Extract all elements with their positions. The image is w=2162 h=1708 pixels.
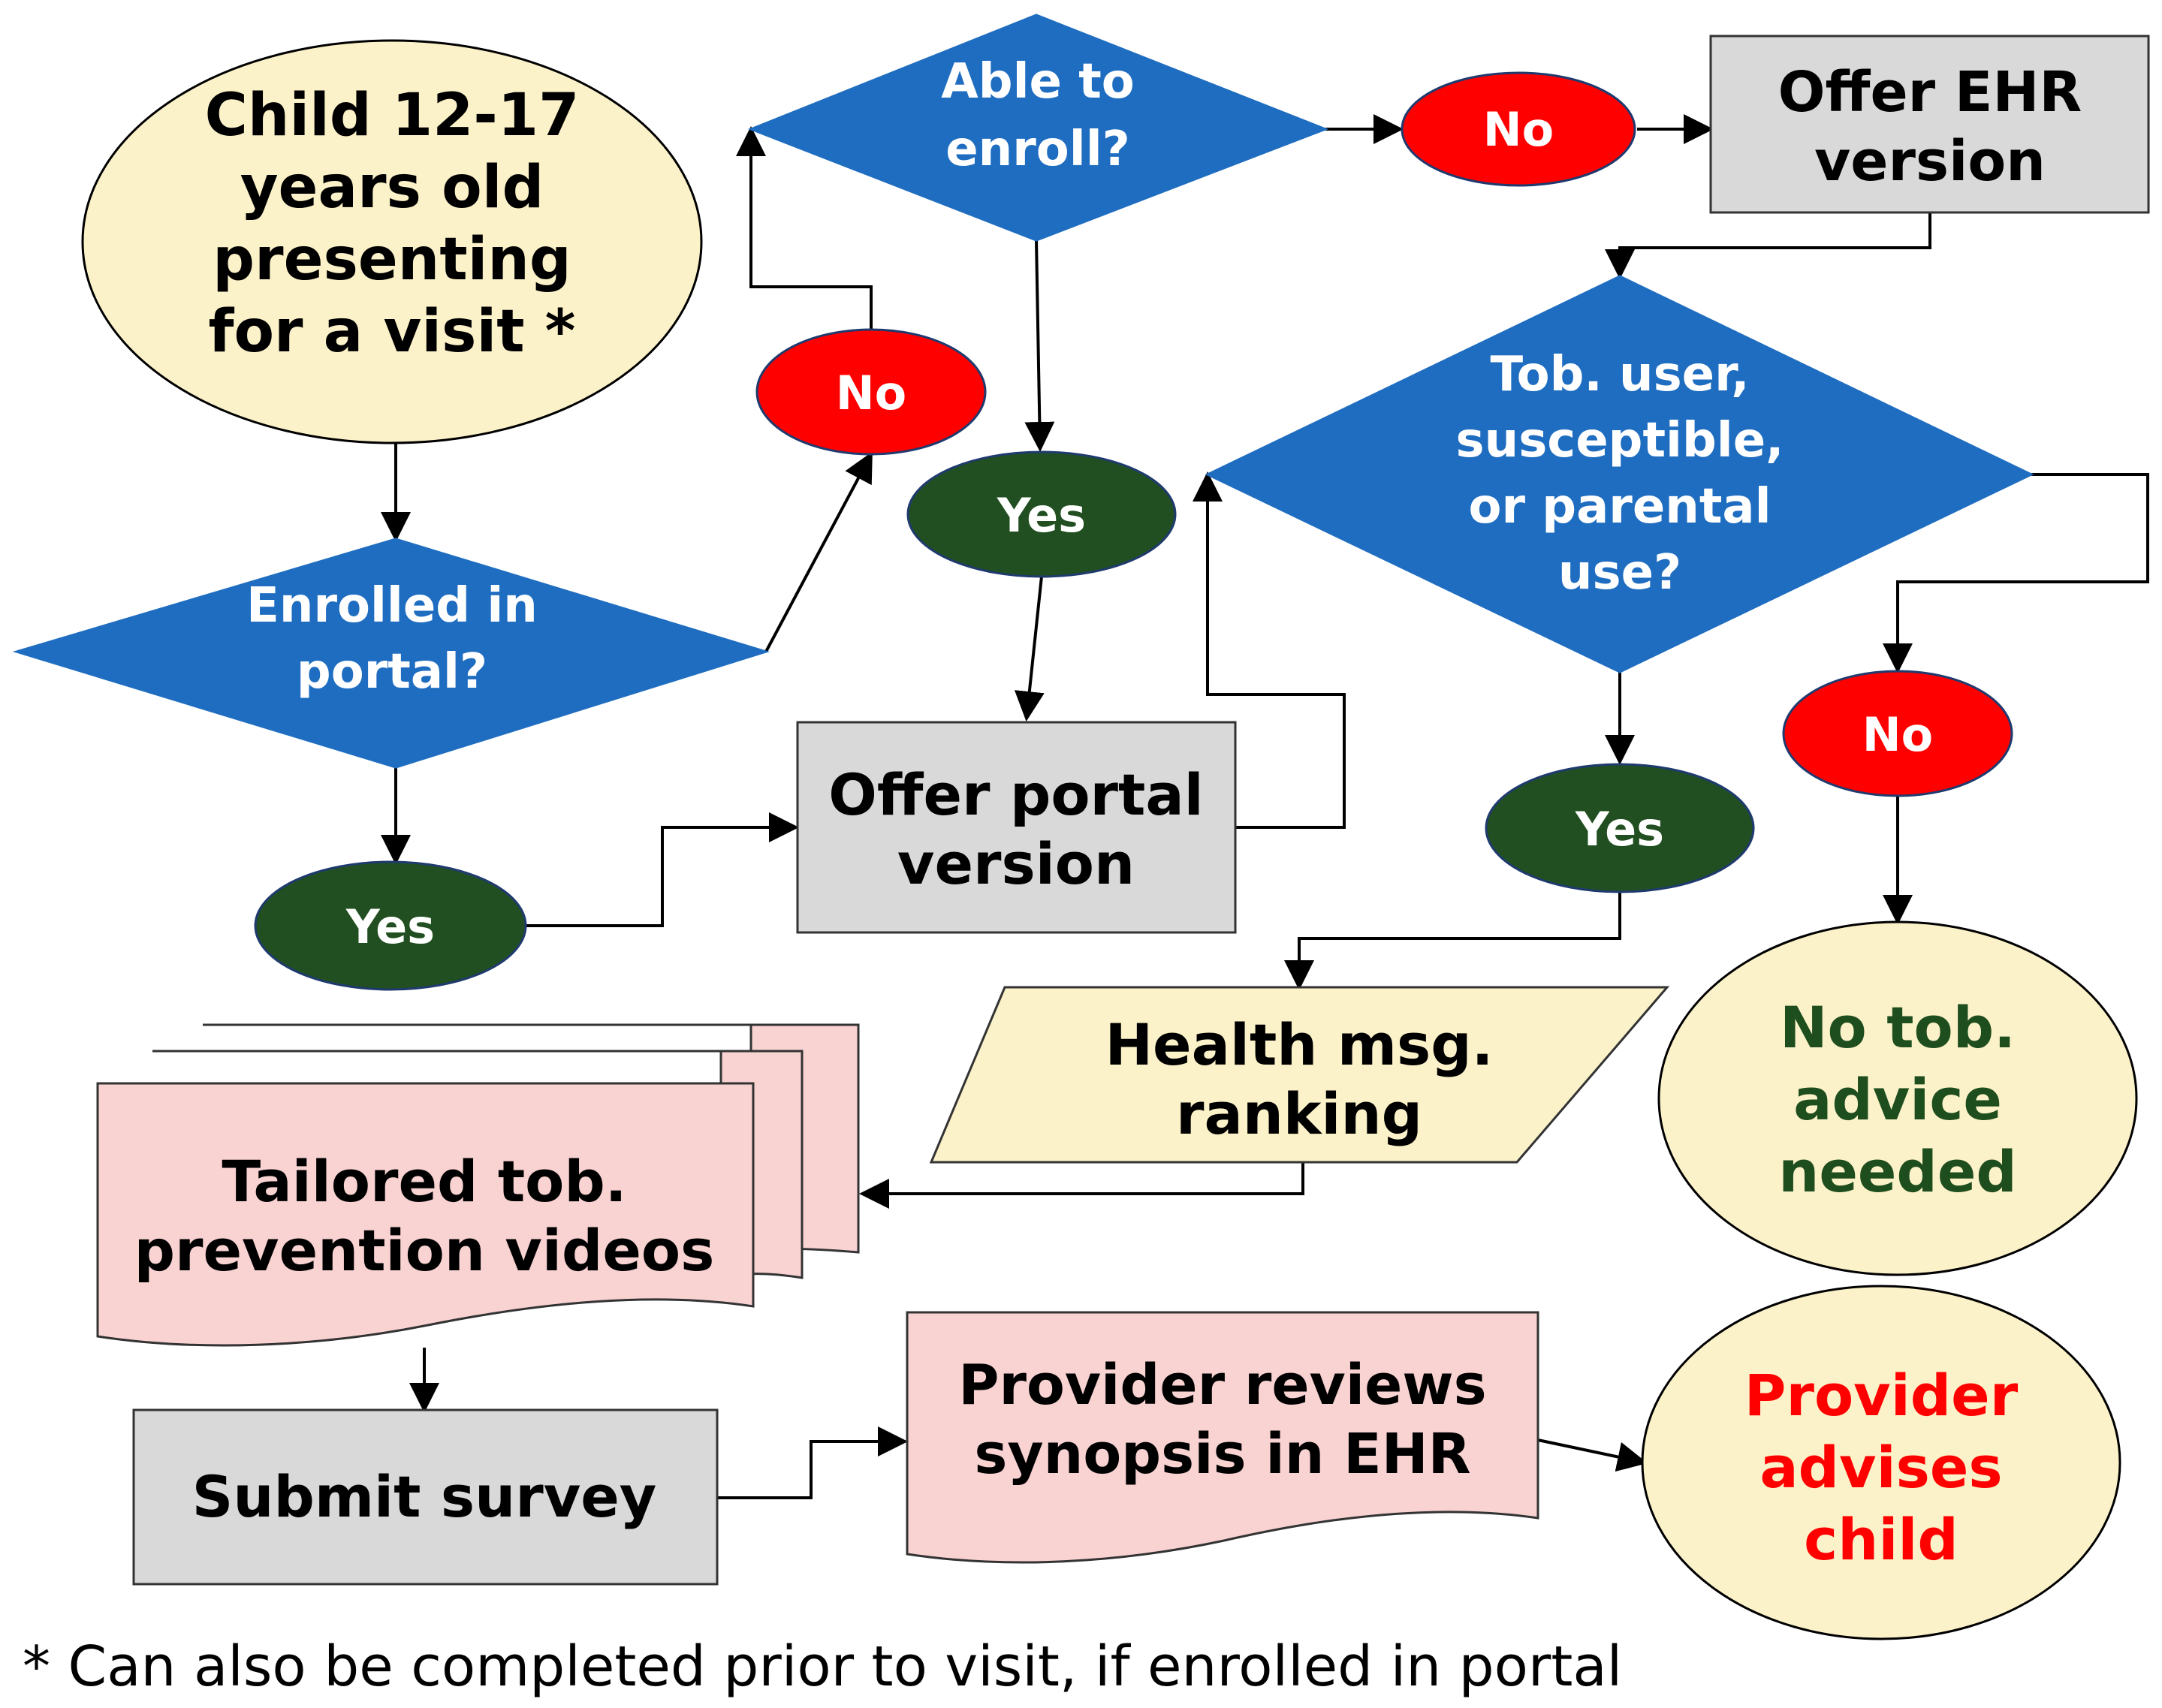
enrolled-label-line-1: portal?: [297, 644, 487, 700]
advises-terminal: [1641, 1285, 2121, 1640]
no-advice-terminal: [1657, 920, 2138, 1276]
able-label: Able to enroll?: [941, 54, 1135, 177]
offer-portal-label-line-1: version: [897, 830, 1135, 897]
yes-able-label: Yes: [997, 488, 1086, 543]
no-able-oval: [1401, 71, 1636, 187]
no-advice-label-line-0: No tob.: [1780, 994, 2016, 1061]
yes-able-oval: [906, 450, 1177, 578]
arrow-tob-to-no: [1883, 473, 2149, 673]
advises-label-line-2: child: [1804, 1506, 1958, 1573]
no-tob-label-line-0: No: [1862, 707, 1933, 762]
provider-reviews-label-line-0: Provider reviews: [958, 1353, 1486, 1417]
no-advice-label-line-1: advice: [1793, 1066, 2002, 1133]
health-label-line-1: ranking: [1176, 1080, 1422, 1147]
yes-tob-label-line-0: Yes: [1575, 802, 1664, 857]
able-label-line-1: enroll?: [945, 122, 1130, 177]
no-enrolled-oval: [755, 328, 987, 456]
able-label-line-0: Able to: [941, 54, 1135, 110]
no-advice-label-line-2: needed: [1778, 1138, 2017, 1205]
arrow-able-to-yes: [1024, 239, 1055, 452]
no-able-label-line-0: No: [1483, 102, 1554, 157]
yes-enrolled-label-line-0: Yes: [345, 899, 435, 954]
offer-portal-label-line-0: Offer portal: [828, 761, 1203, 828]
arrow-yes-to-health: [1284, 890, 1621, 990]
health-label: Health msg.ranking: [1105, 1011, 1493, 1147]
tob-decision-diamond: [1205, 275, 2034, 673]
start-label-line-1: years old: [240, 154, 544, 221]
provider-reviews-label-line-1: synopsis in EHR: [974, 1422, 1470, 1487]
yes-able-label-line-0: Yes: [997, 488, 1086, 543]
arrow-no-to-able: [736, 126, 873, 329]
arrow-survey-to-provider-reviews: [717, 1426, 908, 1499]
survey-label: Submit survey: [192, 1463, 657, 1530]
arrow-offer-portal-to-tob: [1193, 471, 1346, 829]
arrow-health-to-videos: [859, 1162, 1304, 1209]
arrow-ehr-to-tob: [1605, 212, 1931, 279]
enrolled-decision-diamond: [12, 538, 770, 769]
start-label-line-2: presenting: [213, 226, 571, 294]
footnote: * Can also be completed prior to visit, …: [23, 1634, 1622, 1699]
enrolled-label-line-0: Enrolled in: [246, 578, 538, 634]
no-enrolled-label: No: [836, 366, 906, 420]
start-label-line-3: for a visit *: [209, 298, 576, 366]
ehr-process-box: [1709, 35, 2150, 214]
tob-label-line-2: or parental: [1468, 479, 1771, 535]
connectors: [381, 114, 2149, 1499]
tob-label-line-0: Tob. user,: [1490, 347, 1749, 402]
able-decision-diamond: [747, 14, 1329, 242]
videos-label-line-0: Tailored tob.: [222, 1148, 626, 1215]
tob-label: Tob. user, susceptible, or parental use?: [1456, 347, 1784, 601]
provider-reviews-document: [906, 1311, 1539, 1564]
advises-label-line-1: advises: [1759, 1434, 2002, 1501]
no-tob-label: No: [1862, 707, 1933, 762]
no-enrolled-label-line-0: No: [836, 366, 906, 420]
start-terminal: [81, 39, 703, 444]
arrow-provider-reviews-to-advises: [1537, 1438, 1648, 1472]
yes-enrolled-label: Yes: [345, 899, 435, 954]
shapes: [12, 14, 2150, 1640]
no-able-label: No: [1483, 102, 1554, 157]
no-tob-oval: [1782, 670, 2013, 797]
health-parallelogram: [929, 986, 1670, 1164]
survey-label-line-0: Submit survey: [192, 1463, 657, 1530]
arrow-yes-to-offer-portal: [1014, 576, 1045, 721]
videos-doc-front: [96, 1082, 755, 1347]
yes-tob-oval: [1485, 763, 1755, 893]
health-label-line-0: Health msg.: [1105, 1011, 1493, 1078]
tob-label-line-3: use?: [1558, 545, 1681, 601]
arrow-enrolled-to-no: [764, 451, 873, 652]
start-label-line-0: Child 12-17: [205, 82, 580, 149]
enrolled-label: Enrolled in portal?: [246, 578, 538, 700]
yes-enrolled-oval: [254, 860, 527, 991]
arrow-yes-to-offer-portal-2: [526, 812, 799, 927]
videos-label-line-1: prevention videos: [134, 1217, 715, 1284]
tob-label-line-1: susceptible,: [1456, 413, 1784, 468]
ehr-label-line-1: version: [1814, 129, 2046, 194]
ehr-label-line-0: Offer EHR: [1778, 60, 2082, 125]
yes-tob-label: Yes: [1575, 802, 1664, 857]
offer-portal-process-box: [796, 721, 1237, 934]
videos-label: Tailored tob.prevention videos: [134, 1148, 715, 1284]
survey-process-box: [132, 1408, 719, 1586]
advises-label-line-0: Provider: [1744, 1362, 2019, 1429]
